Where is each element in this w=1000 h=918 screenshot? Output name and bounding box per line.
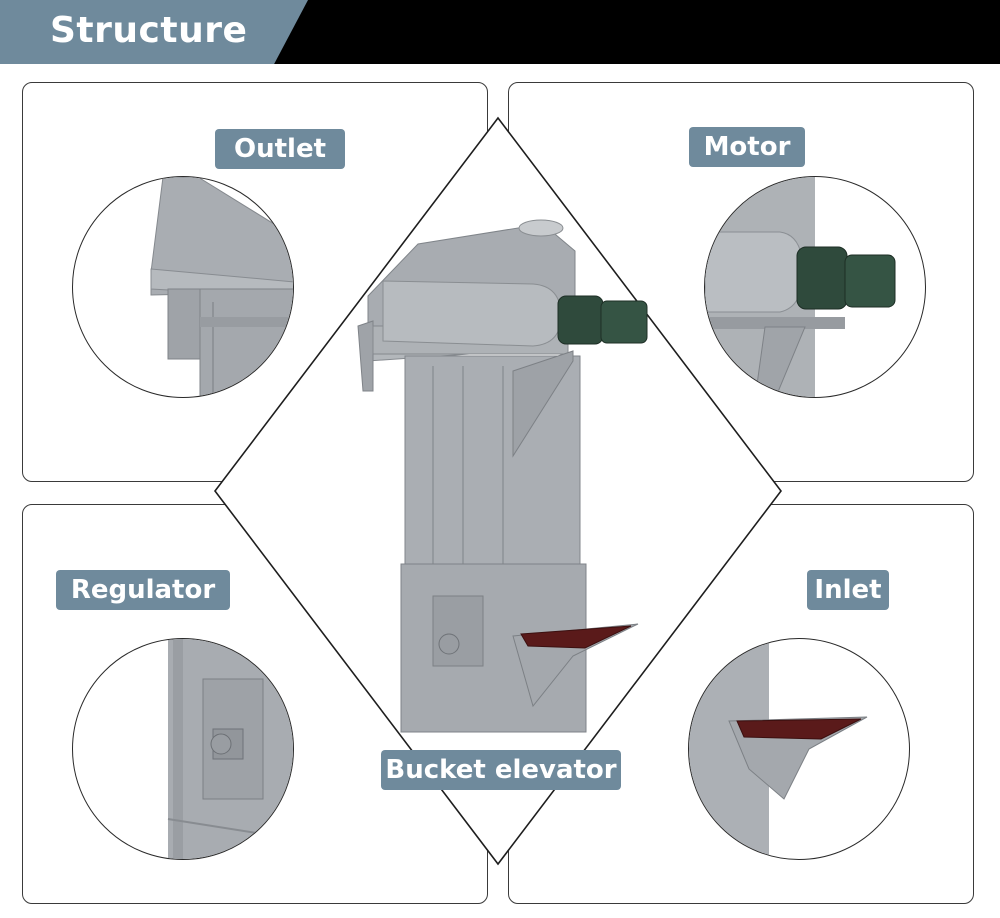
bucket-elevator-illustration <box>213 116 783 866</box>
inlet-circle <box>688 638 910 860</box>
page-title: Structure <box>50 10 248 51</box>
header-tab <box>0 0 308 64</box>
motor-label: Motor <box>689 127 805 167</box>
outlet-label: Outlet <box>215 129 345 169</box>
regulator-circle <box>72 638 294 860</box>
motor-closeup-illustration <box>705 177 896 397</box>
motor-circle <box>704 176 926 398</box>
center-diamond <box>213 116 783 866</box>
outlet-circle <box>72 176 294 398</box>
inlet-closeup-illustration <box>689 639 868 859</box>
outlet-closeup-illustration <box>150 177 293 397</box>
regulator-label: Regulator <box>56 570 230 610</box>
inlet-label: Inlet <box>807 570 889 610</box>
regulator-closeup-illustration <box>167 639 293 859</box>
bucket-elevator-label: Bucket elevator <box>381 750 621 790</box>
